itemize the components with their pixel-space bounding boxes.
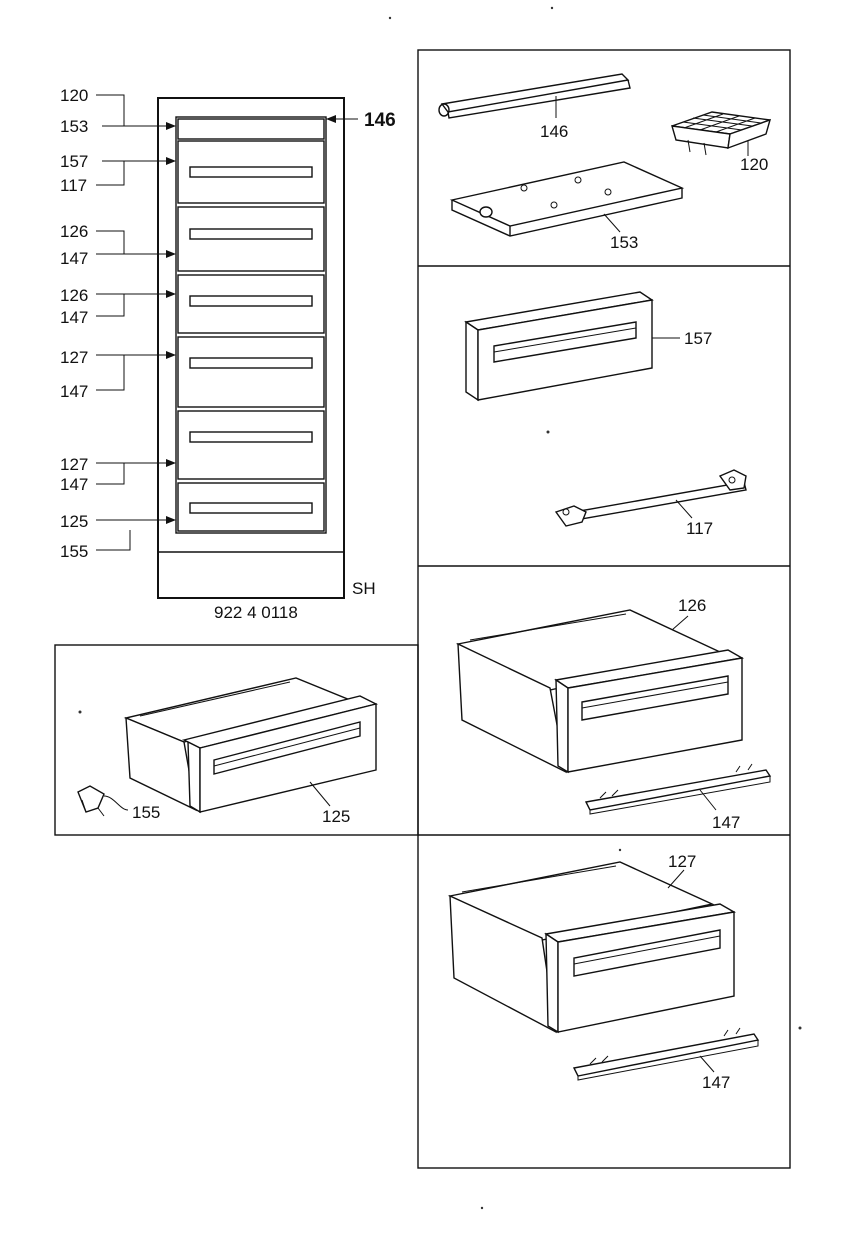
label-147: 147 — [702, 1073, 730, 1092]
label-126: 126 — [678, 596, 706, 615]
panel-rail-tray-plate: 146 120 153 — [438, 73, 772, 252]
scan-specks — [78, 6, 802, 1210]
label-155: 155 — [132, 803, 160, 822]
cabinet-drawer — [177, 140, 325, 204]
panel-drawer-125: 125 155 — [77, 677, 379, 826]
callout-147: 147 — [60, 249, 88, 268]
callout-147: 147 — [60, 308, 88, 327]
model-tag: SH — [352, 579, 376, 598]
callout-146: 146 — [364, 110, 396, 131]
callout-155: 155 — [60, 542, 88, 561]
panel-frames — [54, 49, 791, 1169]
clip-155-drawing — [77, 785, 105, 817]
label-127: 127 — [668, 852, 696, 871]
label-147: 147 — [712, 813, 740, 832]
plate-153-drawing — [449, 161, 685, 237]
cabinet-drawer — [177, 410, 325, 480]
callout-leaders — [96, 94, 358, 551]
panel-front-bracket: 157 117 — [464, 291, 747, 538]
rail-146-drawing — [438, 73, 631, 119]
callout-117: 117 — [60, 176, 87, 195]
label-120: 120 — [740, 155, 768, 174]
label-117: 117 — [686, 519, 713, 538]
label-146: 146 — [540, 122, 568, 141]
callout-120: 120 — [60, 86, 88, 105]
drawer-127-drawing — [447, 861, 737, 1034]
drawer-126-drawing — [455, 609, 745, 774]
callout-153: 153 — [60, 117, 88, 136]
callout-147: 147 — [60, 475, 88, 494]
callout-127: 127 — [60, 455, 88, 474]
rail-147-drawing — [572, 1027, 760, 1081]
drawer-125-drawing — [123, 677, 379, 814]
ice-tray-120-drawing — [671, 111, 772, 156]
cabinet-drawer — [177, 274, 325, 334]
callout-147: 147 — [60, 382, 88, 401]
callout-126: 126 — [60, 222, 88, 241]
callout-127: 127 — [60, 348, 88, 367]
label-157: 157 — [684, 329, 712, 348]
cabinet-drawer — [177, 336, 325, 408]
drawer-front-157-drawing — [464, 291, 654, 402]
callout-125: 125 — [60, 512, 88, 531]
document-code: 922 4 0118 — [214, 603, 298, 622]
cabinet-drawer — [177, 206, 325, 272]
cabinet-drawer — [177, 482, 325, 532]
cabinet-overview: 120 153 146 157 117 126 147 126 147 127 … — [60, 86, 396, 622]
label-125: 125 — [322, 807, 350, 826]
callout-157: 157 — [60, 152, 88, 171]
panel-drawer-127: 127 147 — [447, 852, 760, 1092]
callout-126: 126 — [60, 286, 88, 305]
panel-drawer-126: 126 147 — [455, 596, 772, 832]
rail-147-drawing — [584, 763, 772, 815]
label-153: 153 — [610, 233, 638, 252]
bracket-117-drawing — [554, 469, 747, 527]
